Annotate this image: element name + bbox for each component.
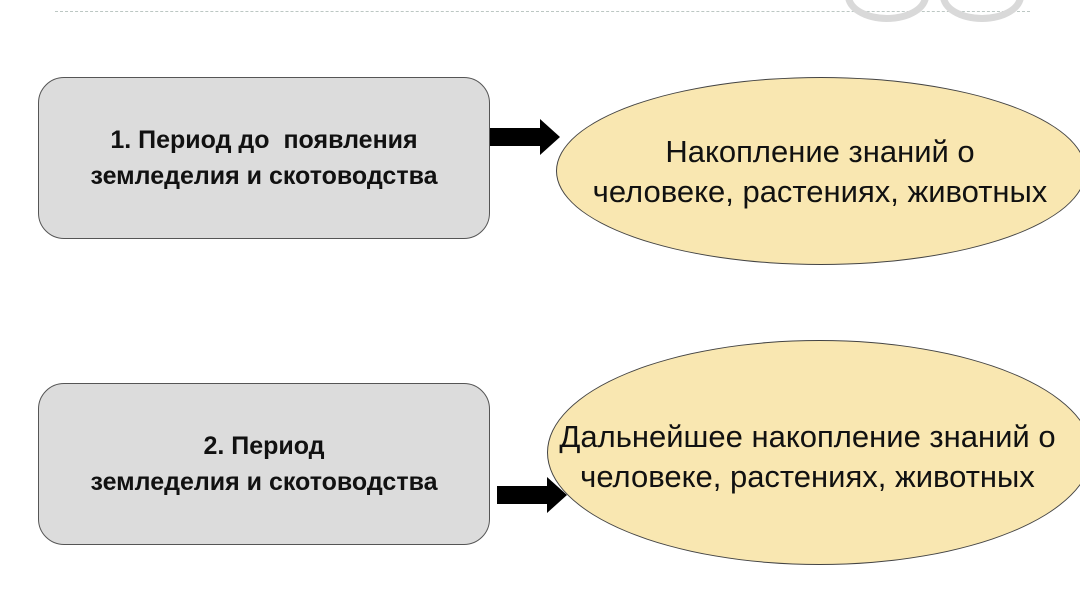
period-box-2: 2. Период земледелия и скотоводства	[38, 383, 490, 545]
period-box-1: 1. Период до появления земледелия и скот…	[38, 77, 490, 239]
knowledge-ellipse-1	[556, 77, 1080, 265]
knowledge-1-line-1: Накопление знаний о	[665, 134, 975, 169]
knowledge-2-line-2: человеке, растениях, животных	[580, 459, 1035, 494]
knowledge-2-text: Дальнейшее накопление знаний о человеке,…	[515, 417, 1080, 497]
decorative-ring-left	[845, 0, 929, 22]
period-2-line-1: 2. Период	[203, 432, 325, 460]
knowledge-1-text: Накопление знаний о человеке, растениях,…	[540, 132, 1080, 212]
period-1-line-1: 1. Период до появления	[110, 126, 418, 154]
period-1-line-2: земледелия и скотоводства	[90, 162, 438, 190]
period-2-line-2: земледелия и скотоводства	[90, 468, 438, 496]
knowledge-1-line-2: человеке, растениях, животных	[592, 174, 1048, 209]
arrow-right-icon-1	[490, 119, 560, 155]
arrow-right-icon-2	[497, 477, 567, 513]
knowledge-ellipse-2	[547, 340, 1080, 565]
knowledge-2-line-1: Дальнейшее накопление знаний о	[559, 419, 1056, 454]
decorative-ring-right	[940, 0, 1024, 22]
top-divider	[55, 11, 1030, 12]
